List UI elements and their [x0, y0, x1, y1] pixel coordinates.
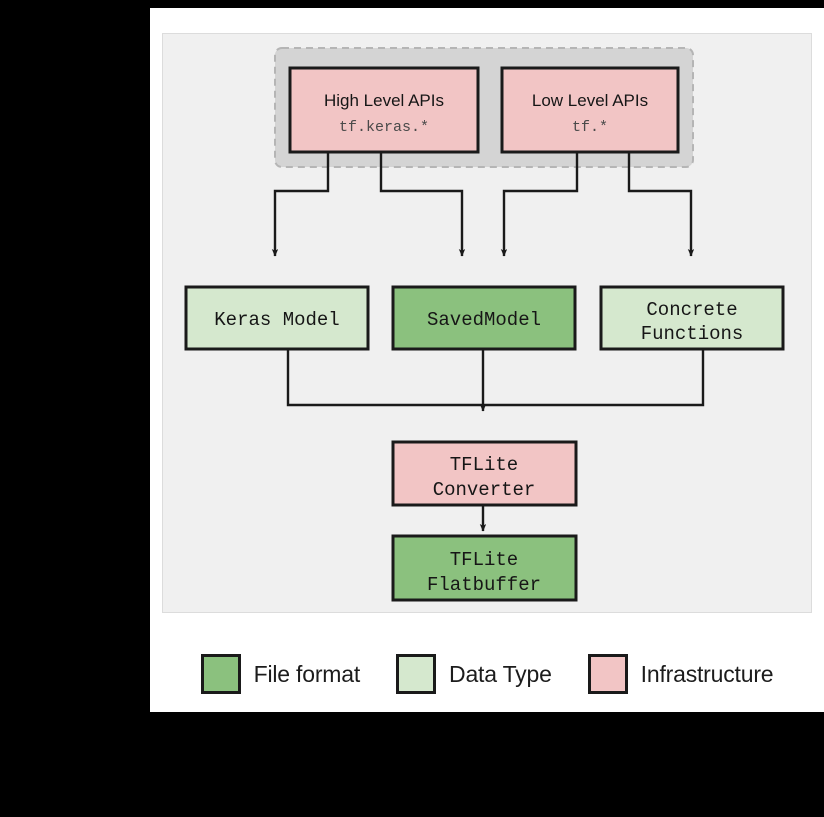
- node-low-level-apis[interactable]: Low Level APIs tf.*: [500, 66, 680, 154]
- node-high-level-apis-title: High Level APIs: [324, 91, 444, 110]
- node-tflite-flatbuffer[interactable]: TFLite Flatbuffer: [391, 534, 578, 602]
- edge-low-level-apis-to-concrete-functions: [627, 152, 695, 257]
- node-keras-model[interactable]: Keras Model: [184, 285, 370, 351]
- legend: File format Data Type Infrastructure: [150, 636, 824, 712]
- node-tflite-converter-label-line1: TFLite: [450, 454, 518, 476]
- node-low-level-apis-box: [500, 66, 680, 154]
- edge-low-level-apis-to-saved-model: [500, 152, 579, 257]
- node-low-level-apis-subtitle: tf.*: [572, 119, 608, 136]
- node-low-level-apis-title: Low Level APIs: [532, 91, 648, 110]
- legend-swatch-data-type: [396, 654, 437, 694]
- diagram-panel: High Level APIs tf.keras.* Low Level API…: [162, 33, 812, 613]
- edge-layer: [271, 152, 705, 532]
- node-high-level-apis-box: [288, 66, 480, 154]
- legend-swatch-infrastructure: [587, 654, 628, 694]
- node-saved-model-label: SavedModel: [427, 309, 541, 331]
- node-tflite-converter-label-line2: Converter: [433, 479, 536, 501]
- node-concrete-functions-label-line1: Concrete: [646, 299, 737, 321]
- edge-high-level-apis-to-keras-model: [271, 152, 330, 257]
- node-keras-model-box: [184, 285, 370, 351]
- node-keras-model-label: Keras Model: [214, 309, 339, 331]
- node-high-level-apis-subtitle: tf.keras.*: [339, 119, 429, 136]
- legend-label-data-type: Data Type: [449, 660, 552, 687]
- legend-item-infrastructure: Infrastructure: [587, 654, 774, 694]
- node-tflite-converter[interactable]: TFLite Converter: [391, 440, 578, 507]
- edge-concrete-functions-to-bus: [483, 349, 705, 407]
- edge-keras-model-to-bus: [286, 349, 483, 407]
- node-tflite-converter-box: [391, 440, 578, 507]
- flow-diagram: High Level APIs tf.keras.* Low Level API…: [184, 47, 785, 602]
- node-saved-model[interactable]: SavedModel: [391, 285, 577, 351]
- figure-card: High Level APIs tf.keras.* Low Level API…: [150, 8, 824, 712]
- node-concrete-functions[interactable]: Concrete Functions: [599, 285, 785, 351]
- legend-label-file-format: File format: [253, 660, 361, 687]
- node-concrete-functions-box: [599, 285, 785, 351]
- node-tflite-flatbuffer-label-line2: Flatbuffer: [427, 574, 541, 596]
- node-high-level-apis[interactable]: High Level APIs tf.keras.*: [288, 66, 480, 154]
- node-tflite-flatbuffer-label-line1: TFLite: [450, 549, 518, 571]
- legend-item-file-format: File format: [200, 654, 361, 694]
- legend-label-infrastructure: Infrastructure: [640, 660, 774, 687]
- legend-item-data-type: Data Type: [396, 654, 552, 694]
- edge-high-level-apis-to-saved-model: [379, 152, 466, 257]
- node-tflite-flatbuffer-box: [391, 534, 578, 602]
- legend-swatch-file-format: [200, 654, 241, 694]
- node-saved-model-box: [391, 285, 577, 351]
- node-concrete-functions-label-line2: Functions: [641, 323, 744, 345]
